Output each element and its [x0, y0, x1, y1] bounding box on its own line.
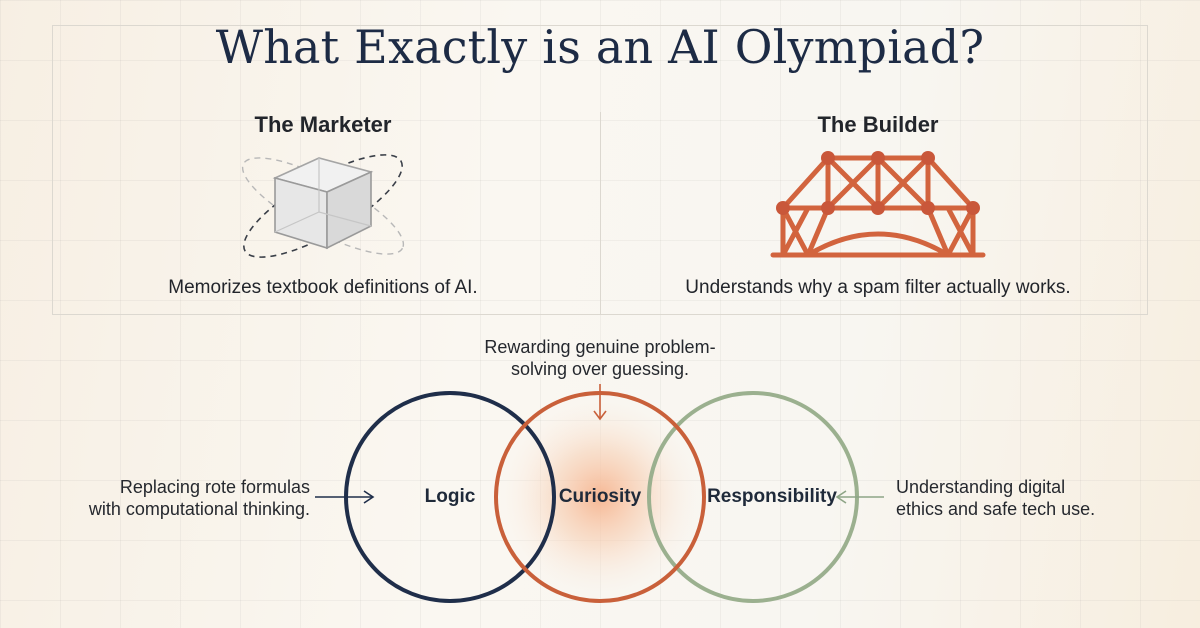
callout-left-line-1: Replacing rote formulas: [119, 477, 310, 497]
section-divider-horizontal: [52, 314, 1148, 315]
callout-right-line-1: Understanding digital: [896, 477, 1066, 497]
callout-right: Understanding digital ethics and safe te…: [896, 476, 1156, 520]
responsibility-label: Responsibility: [707, 486, 837, 507]
callout-left: Replacing rote formulas with computation…: [40, 476, 310, 520]
callout-arrow-top: [593, 384, 607, 421]
callout-right-line-2: ethics and safe tech use.: [896, 499, 1096, 519]
logic-label: Logic: [424, 486, 476, 507]
curiosity-glow: [495, 392, 705, 602]
top-rule: [52, 25, 1148, 26]
frame-left-edge: [52, 25, 53, 315]
builder-caption: Understands why a spam filter actually w…: [685, 277, 1071, 298]
curiosity-label: Curiosity: [558, 486, 642, 507]
callout-top-line-1: Rewarding genuine problem-: [484, 337, 716, 357]
frame-right-edge: [1147, 25, 1148, 315]
builder-heading: The Builder: [817, 112, 939, 137]
callout-top-line-2: solving over guessing.: [510, 359, 690, 379]
section-divider-vertical: [600, 112, 601, 314]
callout-top: Rewarding genuine problem- solving over …: [470, 336, 730, 380]
callout-arrow-left: [315, 490, 375, 504]
callout-left-line-2: with computational thinking.: [88, 499, 310, 519]
page-title: What Exactly is an AI Olympiad?: [215, 20, 985, 74]
callout-arrow-right: [835, 490, 884, 504]
hollow-cube-orbit-icon: [241, 154, 405, 258]
marketer-caption: Memorizes textbook definitions of AI.: [168, 277, 478, 298]
marketer-heading: The Marketer: [254, 112, 392, 137]
truss-bridge-icon: [770, 151, 986, 258]
